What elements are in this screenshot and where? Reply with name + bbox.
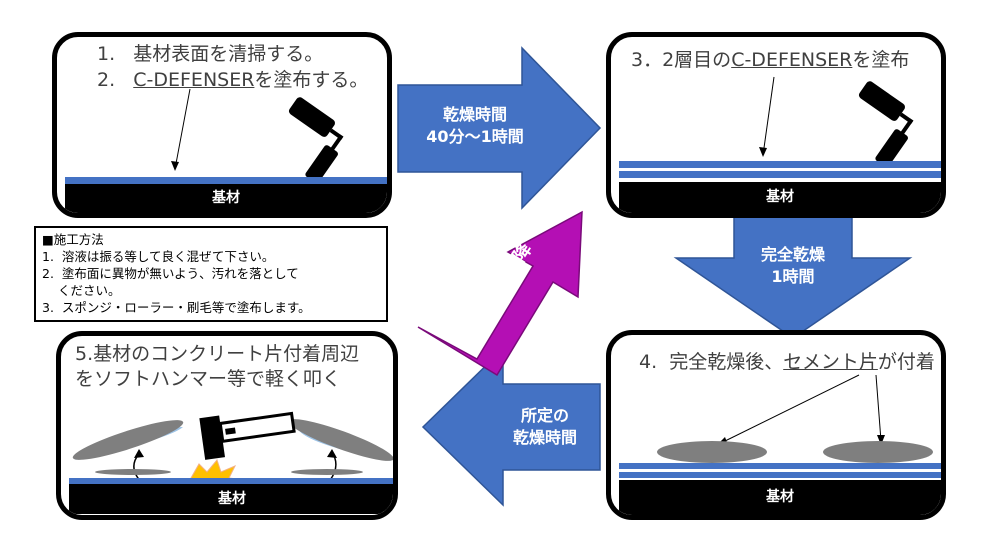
substrate-label: 基材 xyxy=(65,184,387,213)
right-arrow-line2: 40分～1時間 xyxy=(426,127,524,146)
step-panel-4: 4. 完全乾燥後、セメント片が付着 基材 xyxy=(606,330,946,520)
step4-cement-term: セメント片 xyxy=(783,351,878,373)
coating-layer xyxy=(65,177,387,184)
down-arrow-line1: 完全乾燥 xyxy=(760,245,825,264)
step1-line2-suffix: を塗布する。 xyxy=(254,69,369,91)
hammer-icon xyxy=(199,411,296,460)
application-method-box: ■施工方法 1. 溶液は振る等して良く混ぜて下さい。 2. 塗布面に異物が無いよ… xyxy=(34,226,388,322)
full-dry-arrow-down xyxy=(673,209,913,339)
method-item-2-continued: ください。 xyxy=(58,283,121,298)
step-panel-1: 1. 基材表面を清掃する。 2. C-DEFENSERを塗布する。 基材 xyxy=(52,32,392,218)
down-arrow-label: 完全乾燥 1時間 xyxy=(734,244,852,288)
down-arrow-line2: 1時間 xyxy=(771,267,815,286)
second-coating-layer xyxy=(619,463,941,469)
step3-suffix: を塗布 xyxy=(852,49,910,71)
method-item-3: 3. スポンジ・ローラー・刷毛等で塗布します。 xyxy=(42,300,311,315)
step5-illustration xyxy=(72,411,393,485)
step1-product-name: C-DEFENSER xyxy=(133,69,255,91)
left-arrow-line2: 乾燥時間 xyxy=(512,428,577,447)
impact-burst xyxy=(190,458,246,481)
coating-layer xyxy=(69,478,393,484)
drying-time-arrow-left xyxy=(421,347,601,507)
step1-line2: 2. C-DEFENSERを塗布する。 xyxy=(97,67,368,93)
step1-pointer xyxy=(171,88,191,171)
step3-product-name: C-DEFENSER xyxy=(731,49,853,71)
lifted-cement-fragment xyxy=(288,419,393,461)
step-panel-3: 3．2層目のC-DEFENSERを塗布 基材 xyxy=(606,32,946,218)
substrate-label: 基材 xyxy=(619,182,941,213)
first-coating-layer xyxy=(619,171,941,178)
cement-fragment xyxy=(657,441,767,463)
right-arrow-line1: 乾燥時間 xyxy=(442,105,507,124)
substrate-label: 基材 xyxy=(69,484,393,514)
method-item-1: 1. 溶液は振る等して良く混ぜて下さい。 xyxy=(42,249,275,264)
step-panel-5: 5.基材のコンクリート片付着周辺 をソフトハンマー等で軽く叩く 基材 xyxy=(56,331,398,520)
paint-roller-icon xyxy=(288,97,344,179)
paint-roller-icon xyxy=(858,81,914,163)
step4-suffix: が付着 xyxy=(877,351,935,373)
fragment-shadow xyxy=(95,469,171,475)
method-item-2: 2. 塗布面に異物が無いよう、汚れを落として xyxy=(42,266,299,281)
layer-gap xyxy=(619,469,941,472)
step1-line1: 1. 基材表面を清掃する。 xyxy=(97,43,324,65)
step5-line2: をソフトハンマー等で軽く叩く xyxy=(75,368,342,390)
left-arrow-label: 所定の 乾燥時間 xyxy=(490,405,600,449)
step3-prefix: 3．2層目の xyxy=(631,49,732,71)
left-arrow-line1: 所定の xyxy=(520,406,569,425)
step3-pointer xyxy=(759,76,775,157)
cement-fragment xyxy=(823,441,933,463)
drying-time-arrow-right xyxy=(397,46,602,210)
method-title: ■施工方法 xyxy=(42,232,104,247)
layer-gap xyxy=(619,168,941,171)
first-coating-layer xyxy=(619,472,941,478)
right-arrow-label: 乾燥時間 40分～1時間 xyxy=(410,104,540,148)
step4-line: 4. 完全乾燥後、セメント片が付着 xyxy=(639,349,935,375)
second-time-arrow-diagonal xyxy=(417,210,583,377)
fragment-shadow xyxy=(291,469,363,475)
lifted-cement-fragment xyxy=(72,420,184,460)
step4-prefix: 4. 完全乾燥後、 xyxy=(639,351,784,373)
step3-line: 3．2層目のC-DEFENSERを塗布 xyxy=(631,47,909,73)
step1-line2-number: 2. xyxy=(97,69,134,91)
step5-line1: 5.基材のコンクリート片付着周辺 xyxy=(75,343,360,365)
substrate-label: 基材 xyxy=(619,480,941,515)
second-coating-layer xyxy=(619,161,941,168)
